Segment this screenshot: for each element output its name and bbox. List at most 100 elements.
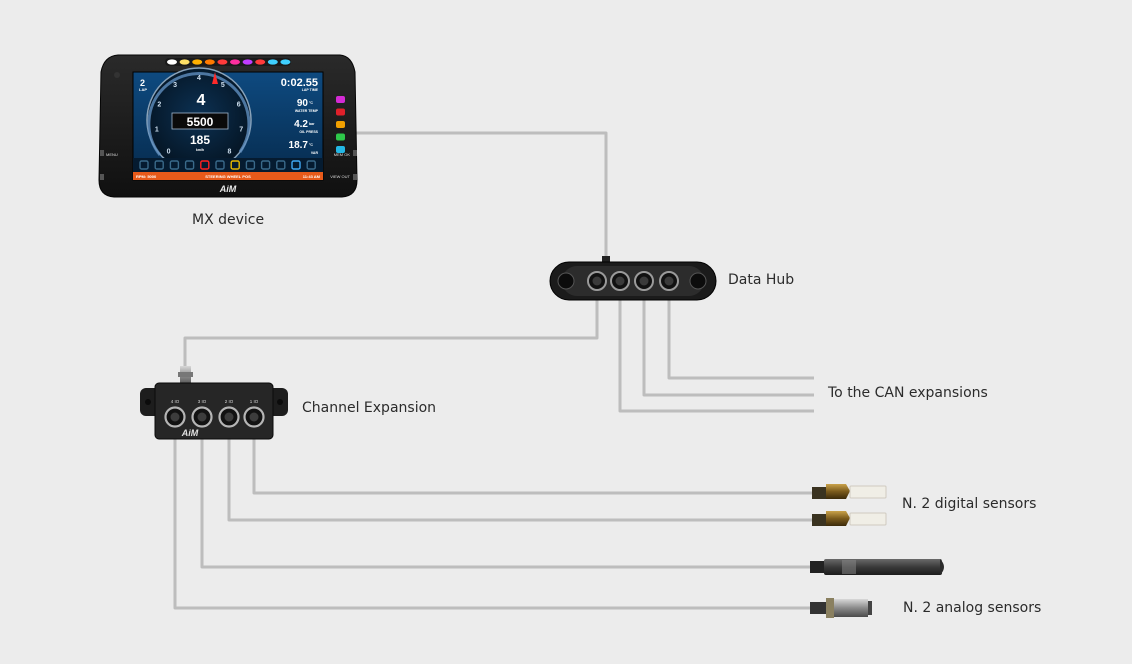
cable-can-2 <box>642 300 814 397</box>
alarm-led <box>336 108 345 116</box>
dial-number: 0 <box>167 148 171 155</box>
water-temp-label: WATER TEMP <box>295 109 319 113</box>
hub-port <box>587 271 607 291</box>
water-temp-unit: °C <box>309 101 313 105</box>
mem-ok-button[interactable] <box>353 150 357 156</box>
cable-analog-2 <box>173 432 812 610</box>
warning-icon <box>276 160 286 170</box>
cable-analog-1 <box>200 432 812 569</box>
cable-hub-to-expansion <box>183 300 599 372</box>
view-out-label: VIEW OUT <box>330 174 350 179</box>
expansion-body <box>154 382 274 440</box>
hub-mount-left <box>557 272 575 290</box>
shift-light <box>217 59 228 65</box>
warning-icon <box>139 160 149 170</box>
hub-port <box>634 271 654 291</box>
data-hub-label: Data Hub <box>728 272 795 288</box>
light-sensor <box>114 72 120 78</box>
expansion-ports: 4 IO 3 IO 2 IO 1 IO <box>164 399 265 428</box>
expansion-mount-hole-left <box>145 399 151 405</box>
shift-light <box>179 59 190 65</box>
shift-light <box>255 59 266 65</box>
hub-input-connector <box>602 256 610 264</box>
gear-indicator: 4 <box>197 92 206 109</box>
shift-light <box>242 59 253 65</box>
dial-number: 2 <box>157 102 161 109</box>
lap-label: LAP <box>139 87 147 92</box>
icon-row <box>133 158 323 172</box>
alarm-led <box>336 133 345 141</box>
expansion-mount-hole-right <box>277 399 283 405</box>
cable-digital-2 <box>227 432 814 522</box>
view-out-button[interactable] <box>353 174 357 180</box>
left-button[interactable] <box>100 174 104 180</box>
hub-mount-right <box>689 272 707 290</box>
warning-icon <box>306 160 316 170</box>
warning-icon <box>260 160 271 170</box>
alarm-led <box>336 146 345 153</box>
cables <box>173 131 814 610</box>
rpm-needle <box>212 72 218 84</box>
alarm-led <box>336 96 345 103</box>
channel-expansion[interactable]: 4 IO 3 IO 2 IO 1 IO AiM <box>140 366 288 440</box>
lap-time-label: LAP TIME <box>302 88 319 92</box>
dial-number: 3 <box>173 82 177 89</box>
analog-sensor-probe <box>810 559 944 575</box>
cable-can-1 <box>667 300 814 380</box>
hub-port <box>659 271 679 291</box>
data-hub[interactable] <box>549 256 717 301</box>
dial-number: 5 <box>221 82 225 89</box>
warning-icon <box>291 160 301 170</box>
dial-number: 1 <box>155 126 159 133</box>
expansion-port: 3 IO <box>191 399 213 428</box>
expansion-port: 2 IO <box>218 399 240 428</box>
oil-press-value: 4.2 <box>294 119 308 130</box>
expansion-port-label: 1 IO <box>250 399 259 404</box>
oil-press-label: OIL PRESS <box>299 130 318 134</box>
hub-port <box>610 271 630 291</box>
expansion-brand-logo: AiM <box>181 428 199 438</box>
analog-sensors-label: N. 2 analog sensors <box>903 600 1042 616</box>
dial-number: 7 <box>239 126 243 133</box>
shift-light <box>267 59 278 65</box>
shift-light <box>204 59 215 65</box>
expansion-port-label: 4 IO <box>171 399 180 404</box>
var-unit: °C <box>309 143 313 147</box>
shift-light <box>192 59 203 65</box>
digital-sensor-2 <box>812 511 887 526</box>
speed-unit: km/h <box>196 148 204 152</box>
alarm-led <box>336 121 345 128</box>
rpm-arc <box>147 72 251 156</box>
warning-icon <box>245 160 256 170</box>
rpm-box <box>171 112 229 130</box>
var-value: 18.7 <box>289 140 309 151</box>
display-footer <box>133 172 323 180</box>
alarm-leds <box>336 96 345 153</box>
footer-center: STEERING WHEEL POS <box>205 174 251 179</box>
footer-right: 11:43 AM <box>303 174 321 179</box>
warning-icon <box>184 160 195 170</box>
channel-expansion-label: Channel Expansion <box>302 400 437 416</box>
mx-device-label: MX device <box>192 212 265 228</box>
rpm-value: 5500 <box>187 115 214 129</box>
expansion-port: 4 IO <box>164 399 186 428</box>
warning-icon <box>230 160 240 170</box>
cable-digital-1 <box>252 432 814 495</box>
shift-light <box>280 59 291 65</box>
can-expansions-label: To the CAN expansions <box>828 385 988 401</box>
hub-ports <box>587 271 679 291</box>
cable-mx-to-hub <box>355 131 608 264</box>
mem-ok-label: MEM OK <box>334 152 351 157</box>
expansion-port-label: 2 IO <box>225 399 234 404</box>
warning-icon <box>215 160 225 170</box>
menu-label: MENU <box>106 152 118 157</box>
expansion-port-label: 3 IO <box>198 399 207 404</box>
water-temp-value: 90 <box>297 98 309 109</box>
menu-button[interactable] <box>100 150 104 156</box>
oil-press-unit: bar <box>309 122 315 126</box>
analog-sensor-proximity <box>810 598 872 618</box>
digital-sensor-1 <box>812 484 887 499</box>
